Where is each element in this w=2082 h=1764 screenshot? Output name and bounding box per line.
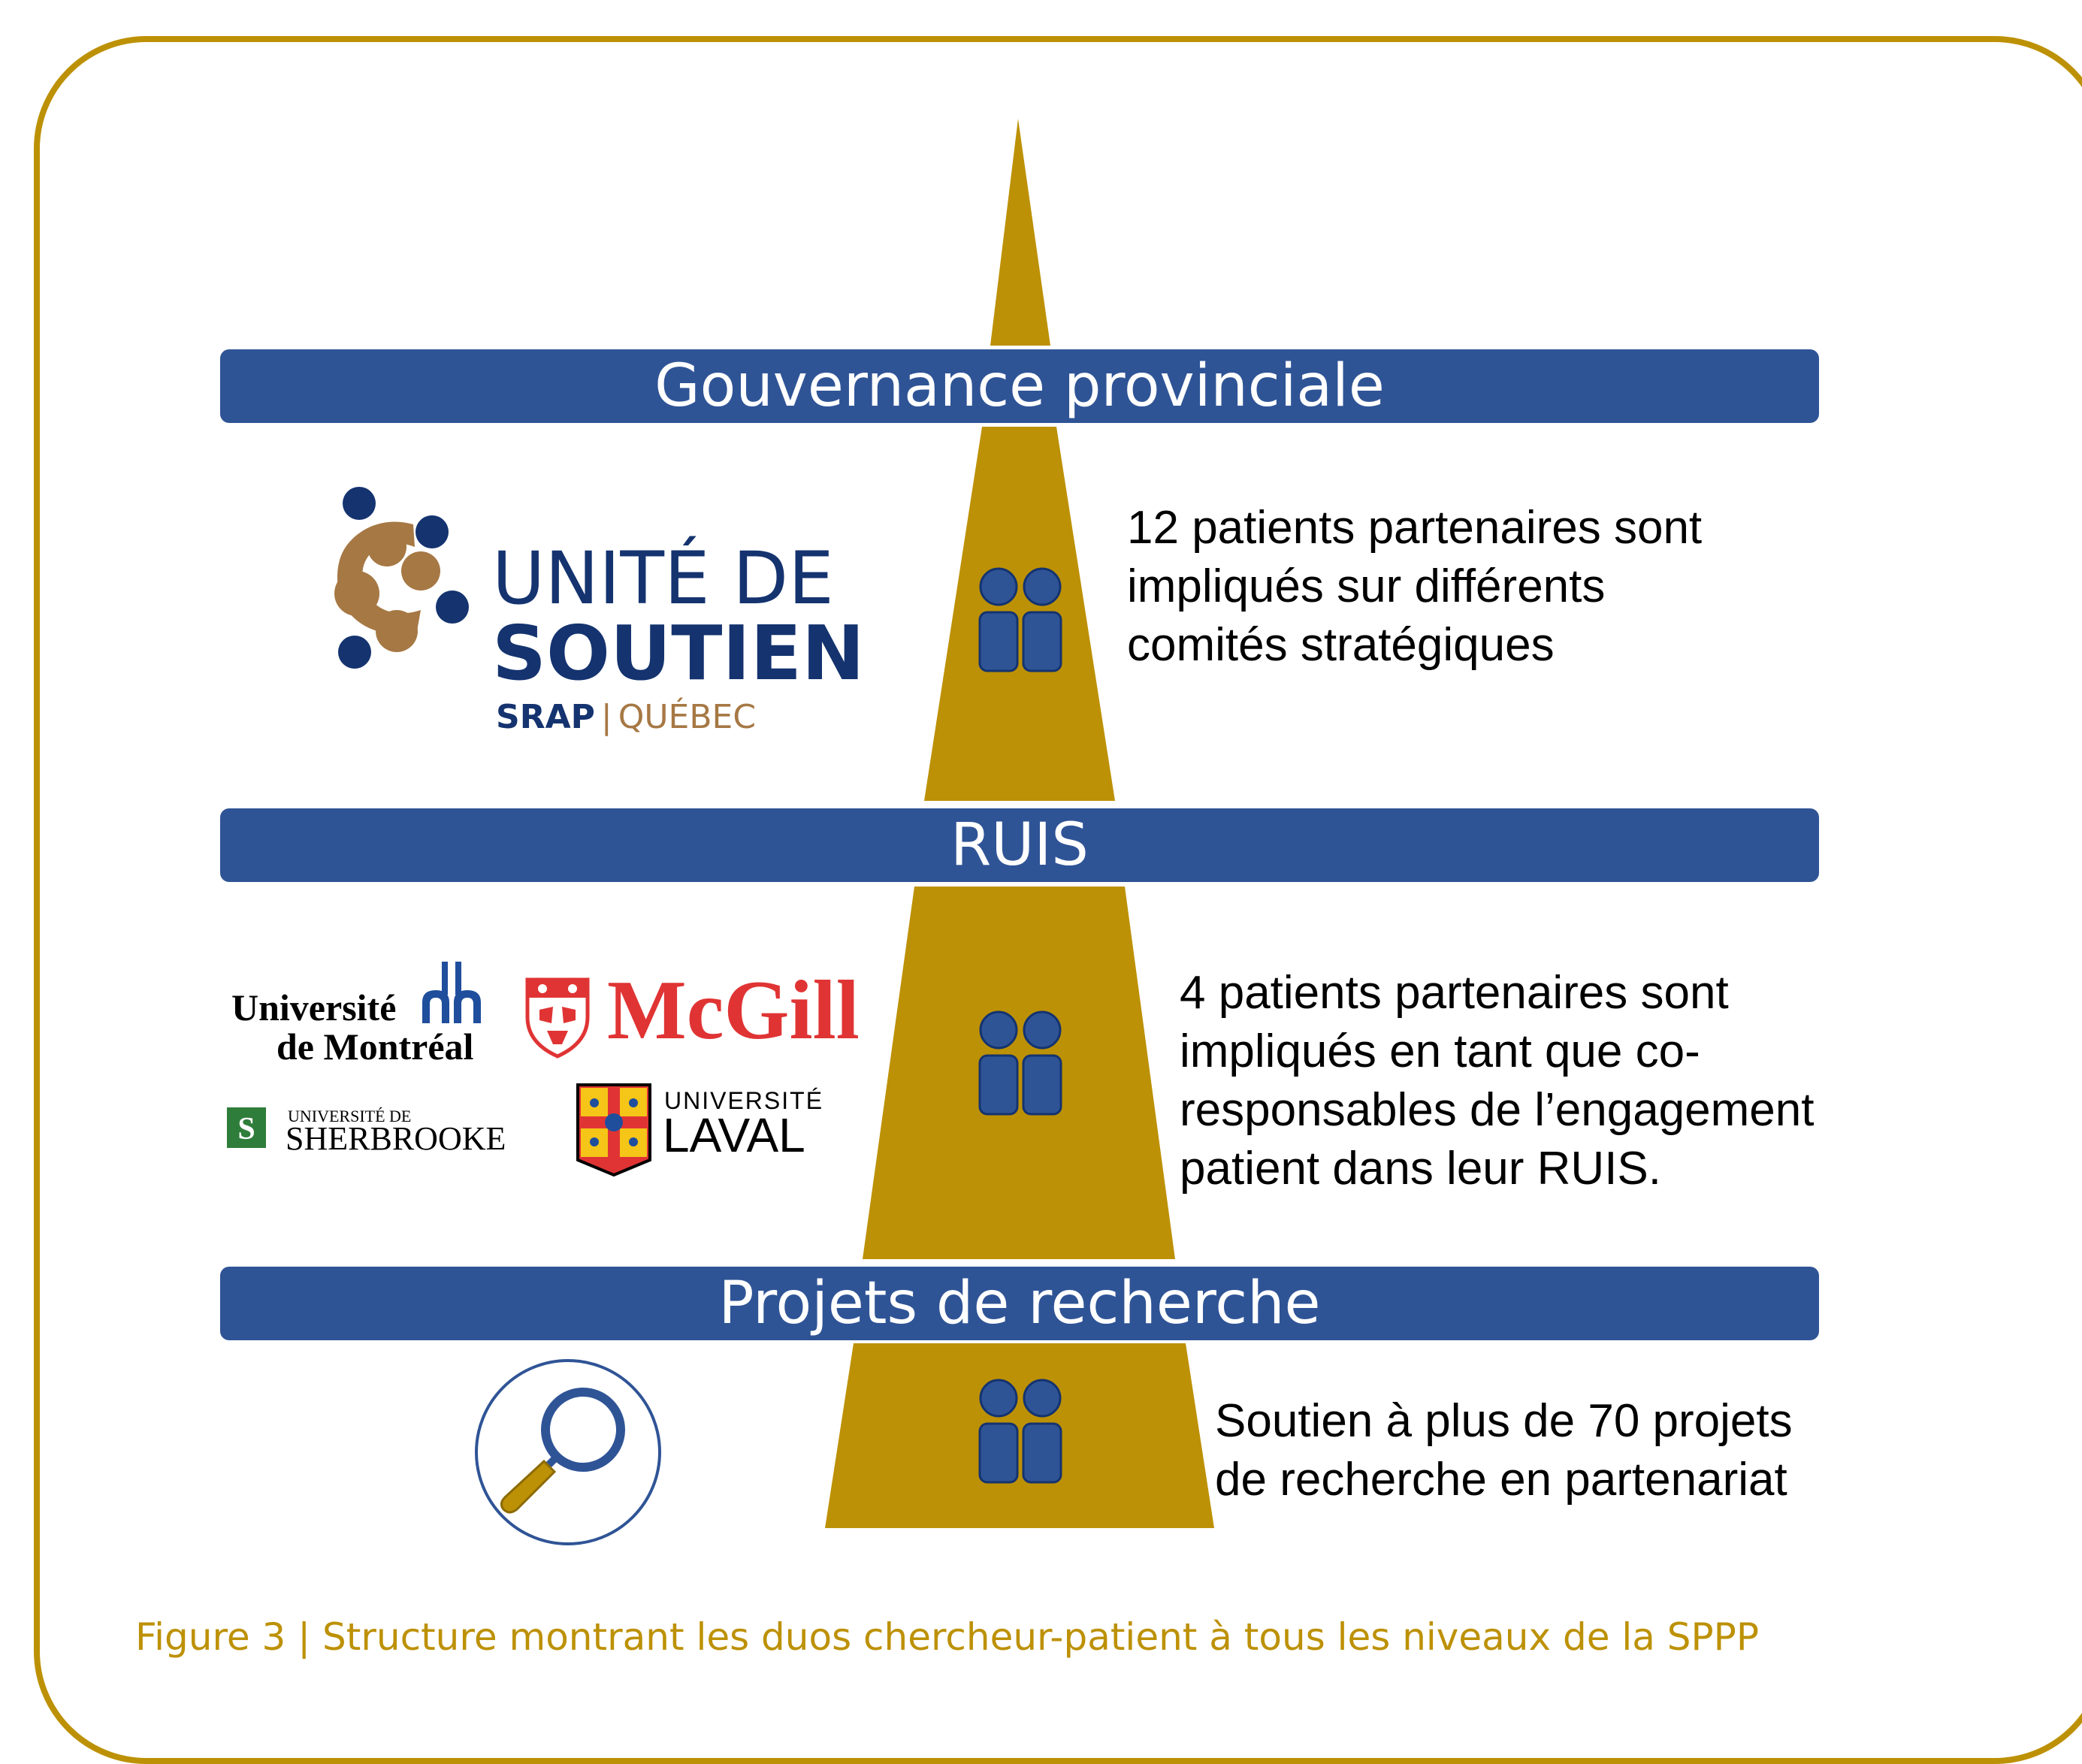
montreal-line2: de Montréal <box>276 1025 474 1068</box>
srap-quebec-line: SRAP|QUÉBEC <box>496 699 756 736</box>
pyramid-segment-top <box>990 119 1050 346</box>
description-line: 4 patients partenaires sont <box>1180 967 1729 1019</box>
pyramid-spire <box>825 119 1214 1528</box>
band-ruis: RUIS <box>220 808 1819 882</box>
description-line: responsables de l’engagement <box>1180 1084 1815 1136</box>
description-line: 12 patients partenaires sont <box>1127 502 1703 554</box>
mcgill-wordmark: McGill <box>607 964 860 1057</box>
patient-researcher-duo-icon <box>978 1010 1062 1116</box>
soutien-line2: SOUTIEN <box>492 609 865 697</box>
description-line: impliqués en tant que co- <box>1180 1025 1700 1077</box>
figure-caption: Figure 3 | Structure montrant les duos c… <box>135 1615 1759 1659</box>
srap-separator: | <box>600 698 612 736</box>
description-ruis: 4 patients partenaires sont impliqués en… <box>1180 964 1814 1198</box>
svg-text:S: S <box>237 1112 255 1146</box>
patient-researcher-duo-icon <box>978 567 1062 672</box>
montreal-line1: Université <box>231 986 397 1028</box>
band-projets-de-recherche: Projets de recherche <box>220 1267 1819 1340</box>
description-line: Soutien à plus de 70 projets <box>1215 1395 1793 1447</box>
description-line: de recherche en partenariat <box>1215 1454 1787 1506</box>
montreal-emblem-icon <box>422 962 481 1023</box>
description-line: comités stratégiques <box>1127 619 1555 671</box>
pyramid-segment-2 <box>863 887 1175 1259</box>
srap-label: SRAP <box>496 698 595 736</box>
magnifying-glass-icon <box>475 1359 661 1545</box>
quebec-label: QUÉBEC <box>618 698 757 736</box>
band-gouvernance-provinciale: Gouvernance provinciale <box>220 349 1819 423</box>
description-line: impliqués sur différents <box>1127 560 1606 612</box>
mcgill-crest-icon <box>525 977 590 1059</box>
laval-line2: LAVAL <box>663 1108 805 1162</box>
sherbrooke-line2: SHERBROOKE <box>286 1120 506 1157</box>
patient-researcher-duo-icon <box>978 1379 1062 1484</box>
sherbrooke-line1: UNIVERSITÉ DE <box>288 1107 412 1125</box>
laval-crest-icon <box>576 1083 651 1177</box>
pyramid-segment-3 <box>825 1343 1214 1528</box>
pyramid-segment-1 <box>924 427 1115 801</box>
unite-de-soutien-emblem-icon <box>334 487 469 669</box>
description-line: patient dans leur RUIS. <box>1180 1143 1662 1195</box>
laval-line1: UNIVERSITÉ <box>664 1087 824 1114</box>
description-gouvernance: 12 patients partenaires sont impliqués s… <box>1127 499 1702 675</box>
unite-de-line1: UNITÉ DE <box>492 536 834 621</box>
description-projets: Soutien à plus de 70 projets de recherch… <box>1215 1392 1793 1509</box>
sherbrooke-emblem-icon: S <box>227 1107 266 1148</box>
